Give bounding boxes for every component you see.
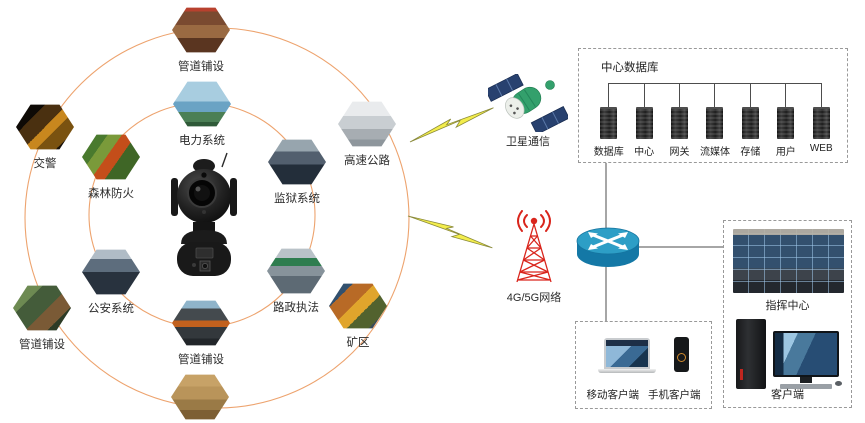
hexagon-excavator-bottom — [171, 371, 229, 423]
cellular-uplink: 4G/5G网络 — [502, 210, 566, 305]
pc-monitor-icon — [773, 331, 839, 377]
excavator-photo — [171, 374, 229, 420]
hexagon-label: 矿区 — [346, 337, 370, 349]
server-tower-icon — [706, 107, 724, 139]
router-icon — [576, 227, 640, 267]
lightning-bolt-satellite-icon — [409, 107, 494, 143]
hexagon-label: 森林防火 — [88, 188, 134, 200]
server-label: 数据库 — [593, 147, 624, 158]
camera-screen — [195, 247, 214, 259]
mobile-clients-box: 移动客户端 手机客户端 — [575, 321, 712, 409]
hexagon-power-system: 电力系统 — [173, 78, 231, 148]
server-column: 用户 — [768, 83, 803, 158]
hexagon-label: 管道铺设 — [178, 354, 224, 366]
server-tower-icon — [741, 107, 759, 139]
server-columns: 数据库 中心 网关 流媒体 存储 用户 — [591, 83, 839, 158]
phone-client-label: 手机客户端 — [648, 389, 701, 401]
server-column: 流媒体 — [697, 83, 732, 158]
hexagon-label: 管道铺设 — [19, 339, 65, 351]
keyboard-icon — [780, 384, 832, 389]
hexagon-label: 交警 — [33, 158, 57, 170]
server-tower-icon — [671, 107, 689, 139]
hexagon-label: 公安系统 — [88, 303, 134, 315]
satellite-uplink: 卫星通信 — [486, 74, 570, 149]
smartphone-icon — [674, 337, 689, 372]
server-label: WEB — [809, 143, 833, 154]
traffic-police-night-photo — [16, 104, 74, 150]
hexagon-pipeline-left: 管道铺设 — [13, 282, 71, 352]
pipeline-field-survey-photo — [13, 285, 71, 331]
mining-machinery-photo — [329, 283, 387, 329]
server-label: 用户 — [775, 147, 796, 158]
server-label: 中心 — [634, 147, 655, 158]
hexagon-pipeline-top: 管道铺设 — [172, 4, 230, 74]
hexagon-highway: 高速公路 — [338, 98, 396, 168]
server-tower-icon — [600, 107, 618, 139]
client-label: 客户端 — [771, 389, 804, 401]
hexagon-pipeline-bottom: 管道铺设 — [172, 297, 230, 367]
powerline-workers-photo — [173, 81, 231, 127]
server-column: 中心 — [626, 83, 661, 158]
mobile-client-label: 移动客户端 — [586, 389, 640, 401]
control-room-video-wall-photo — [733, 229, 844, 293]
firefighters-photo — [172, 300, 230, 346]
camera-base — [177, 242, 231, 276]
lightning-bolt-cellular-icon — [407, 215, 493, 249]
pc-tower-icon — [736, 319, 766, 389]
server-tower-icon — [777, 107, 795, 139]
hexagon-label: 监狱系统 — [274, 193, 320, 205]
mouse-icon — [835, 381, 842, 386]
hexagon-mining-area: 矿区 — [329, 280, 387, 350]
hexagon-label: 高速公路 — [344, 155, 390, 167]
hexagon-forest-fire: 森林防火 — [82, 131, 140, 201]
server-label: 网关 — [669, 147, 690, 158]
hexagon-public-security: 公安系统 — [82, 246, 140, 316]
satellite-icon — [488, 74, 568, 132]
server-tower-icon — [635, 107, 653, 139]
central-database-title: 中心数据库 — [601, 62, 659, 74]
hexagon-prison-system: 监狱系统 — [268, 136, 326, 206]
cellular-label: 4G/5G网络 — [506, 292, 562, 304]
hexagon-traffic-police: 交警 — [16, 101, 74, 171]
cell-tower-icon — [516, 210, 552, 283]
desktop-workstation-photo — [736, 315, 842, 389]
hexagon-label: 电力系统 — [179, 135, 225, 147]
command-center-label: 指挥中心 — [765, 300, 810, 312]
police-formation-photo — [82, 249, 140, 295]
central-database-box: 中心数据库 数据库 中心 网关 流媒体 存储 — [578, 48, 848, 163]
ptz-camera-image — [171, 152, 237, 276]
server-column: 网关 — [662, 83, 697, 158]
hexagon-label: 路政执法 — [273, 302, 319, 314]
highway-photo — [338, 101, 396, 147]
pipeline-trench-photo — [172, 7, 230, 53]
laptop-icon — [598, 338, 656, 373]
server-column: 存储 — [733, 83, 768, 158]
server-column: 数据库 — [591, 83, 626, 158]
camera-antenna — [221, 152, 228, 168]
command-client-box: 指挥中心 客户端 — [723, 220, 852, 408]
prison-guards-photo — [268, 139, 326, 185]
server-tower-icon — [812, 107, 830, 139]
hexagon-label: 管道铺设 — [178, 61, 224, 73]
forest-fire-fighting-photo — [82, 134, 140, 180]
road-enforcement-photo — [267, 248, 325, 294]
server-column: WEB — [804, 83, 839, 158]
server-label: 存储 — [740, 147, 761, 158]
hexagon-road-enforcement: 路政执法 — [267, 245, 325, 315]
server-label: 流媒体 — [699, 147, 730, 158]
satellite-label: 卫星通信 — [506, 136, 550, 148]
